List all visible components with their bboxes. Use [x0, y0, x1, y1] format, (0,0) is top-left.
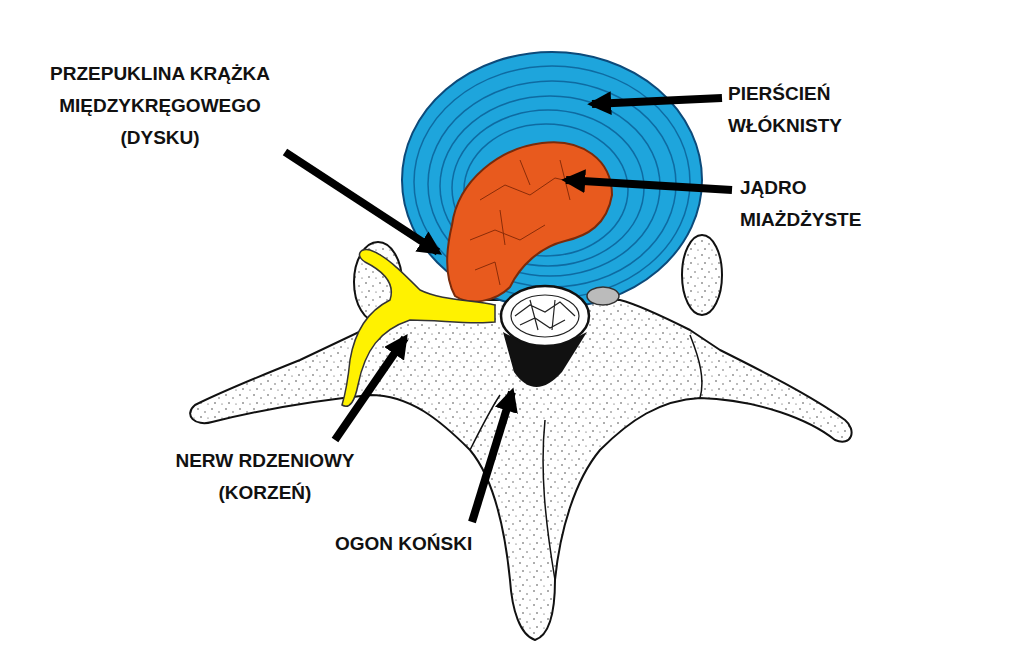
- part-label: JĄDRO MIAŻDŻYSTE: [740, 172, 910, 236]
- cauda-equina: [511, 295, 579, 337]
- part-label: PRZEPUKLINA KRĄŻKA MIĘDZYKRĘGOWEGO (DYSK…: [30, 58, 290, 154]
- arch-detail: [470, 335, 702, 580]
- leader-arrow: [285, 152, 438, 252]
- disc-bump: [587, 287, 619, 305]
- leader-arrow: [592, 98, 722, 104]
- nucleus-pulposus: [447, 142, 612, 301]
- annulus-fibrosus: [402, 52, 702, 308]
- nerve-root: [342, 250, 495, 407]
- leader-arrow: [566, 180, 732, 190]
- articular-process: [682, 235, 722, 315]
- part-label: NERW RDZENIOWY (KORZEŃ): [140, 445, 390, 509]
- leader-arrow: [335, 338, 405, 440]
- leader-arrow: [472, 392, 512, 522]
- spinal-canal: [501, 286, 589, 346]
- part-label: PIERŚCIEŃ WŁÓKNISTY: [728, 78, 898, 142]
- part-label: OGON KOŃSKI: [335, 528, 555, 560]
